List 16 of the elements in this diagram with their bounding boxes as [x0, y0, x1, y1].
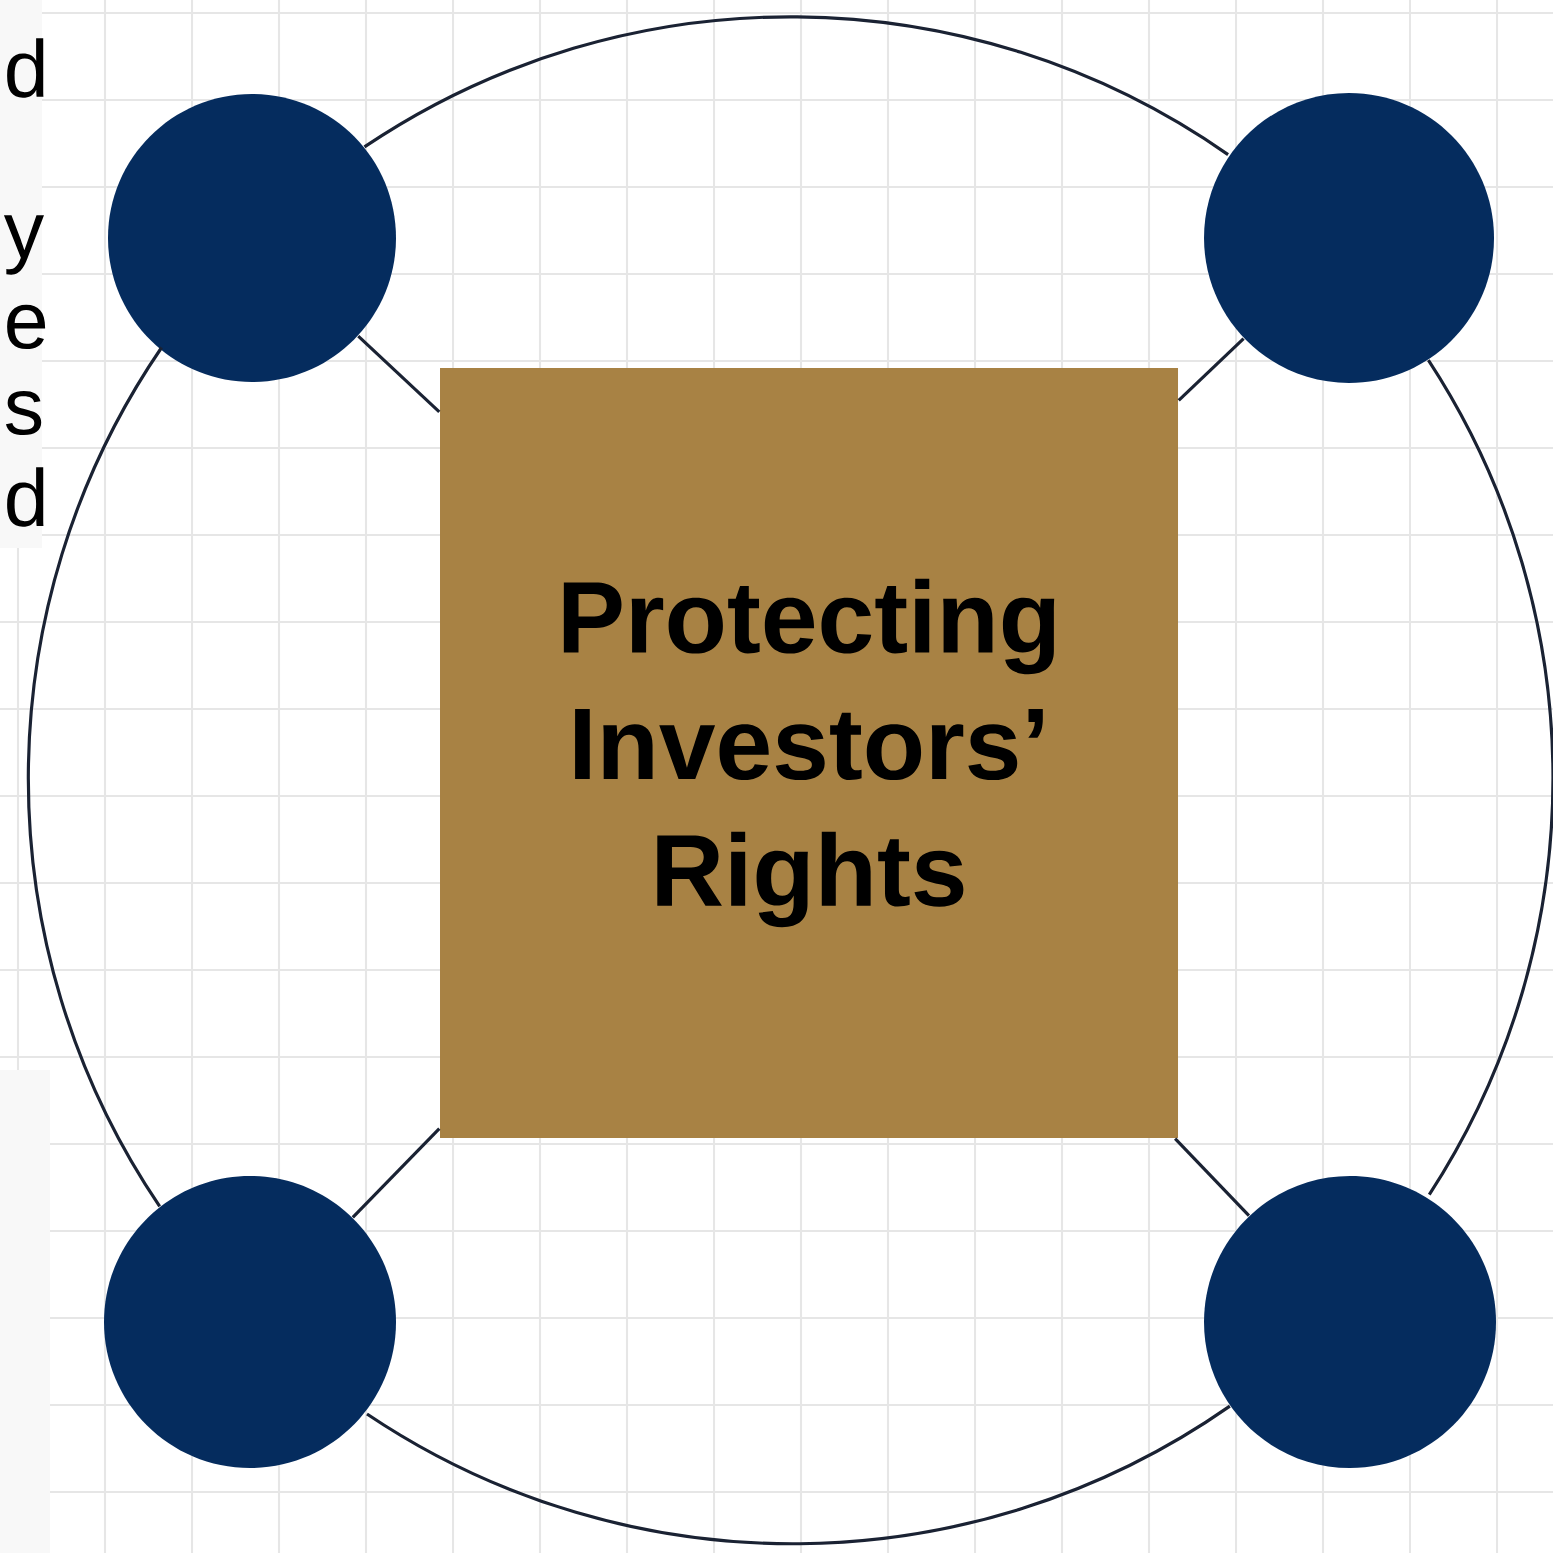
title-box: Protecting Investors’ Rights	[440, 368, 1178, 1138]
connector-arc	[366, 1404, 1231, 1546]
connector-arc	[363, 15, 1229, 156]
circle	[108, 94, 396, 382]
text-fragment: s	[5, 390, 42, 436]
connector-arc	[1427, 359, 1553, 1196]
text-fragment: d	[7, 467, 44, 527]
circle	[1204, 93, 1494, 383]
text-fragment: d	[7, 38, 44, 98]
connector-line	[1174, 1137, 1251, 1217]
circle	[1204, 1176, 1496, 1468]
connector-line	[351, 1127, 441, 1219]
connector-arc	[26, 346, 163, 1208]
connector-line	[1177, 337, 1245, 402]
connector-line	[357, 335, 441, 413]
circle	[104, 1176, 396, 1468]
